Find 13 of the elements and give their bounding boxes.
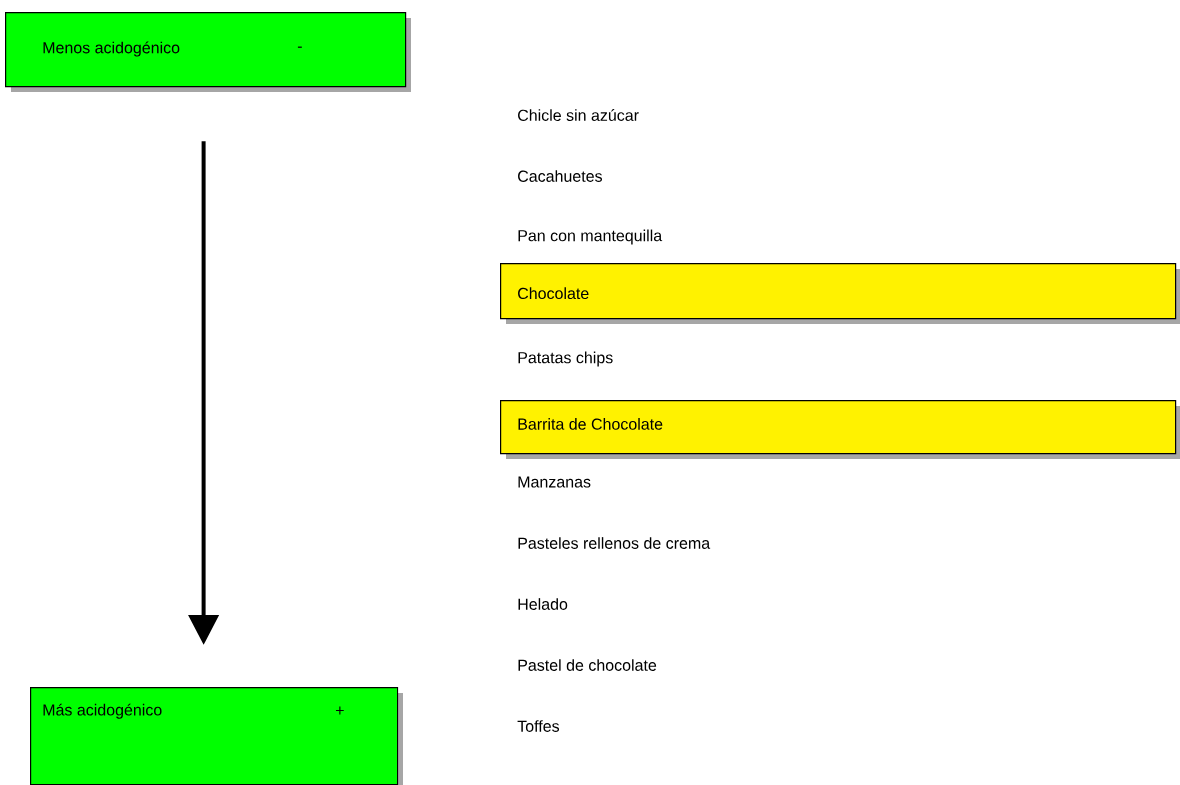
list-item: Patatas chips (518, 351, 613, 367)
list-item: Pan con mantequilla (518, 229, 663, 245)
list-item: Toffes (517, 720, 560, 732)
list-item: Pastel de chocolate (518, 659, 657, 671)
highlight-box: Chocolate (500, 263, 1180, 324)
highlight-box: Barrita de Chocolate (500, 400, 1180, 459)
scale-box: Más acidogénico + (30, 687, 403, 785)
list-item: Manzanas (518, 476, 591, 488)
list-item: Chicle sin azúcar (518, 109, 639, 121)
list-item: Cacahuetes (518, 170, 602, 182)
list-item: Helado (518, 598, 568, 610)
list-item: Pasteles rellenos de crema (518, 537, 711, 549)
scale-box: Menos acidogénico - (5, 12, 411, 92)
